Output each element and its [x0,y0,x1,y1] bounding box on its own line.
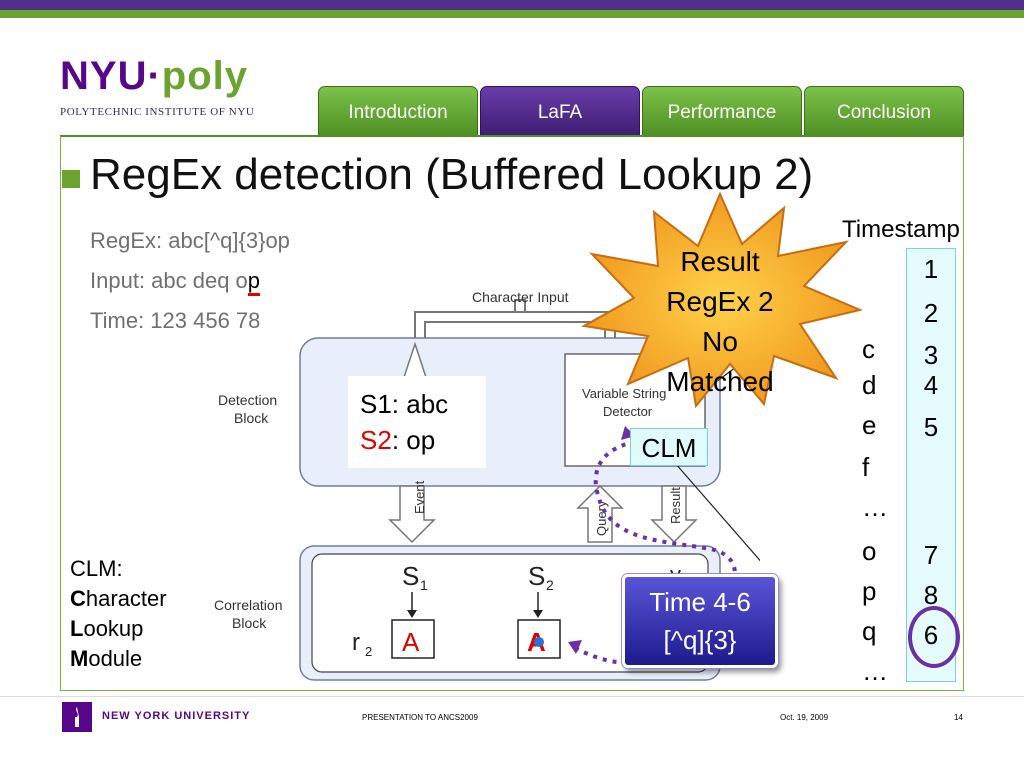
response-dotted-path [574,646,639,665]
legend-c-rest: haracter [85,586,167,611]
event-label: Event [412,480,427,514]
ts-value: 3 [923,340,939,370]
input-prefix: Input: abc deq o [90,268,248,293]
char-value: q [862,616,877,646]
tab-performance[interactable]: Performance [642,86,802,136]
content-frame [60,135,964,691]
box-a2-dot [534,637,544,647]
char-value: c [862,334,875,364]
legend-l: L [70,616,84,641]
ts-value: 2 [923,298,939,328]
result-starburst [580,191,862,408]
s2-sub: 2 [546,577,554,593]
legend-title: CLM: [70,556,123,581]
legend-module: Module [70,646,142,672]
tab-introduction[interactable]: Introduction [318,86,478,136]
char-value: p [862,576,877,606]
result-line-1: Result [680,246,760,277]
top-band-line [0,10,1024,18]
char-value: d [862,370,877,400]
s1-line: S1: abc [360,389,449,419]
s2-rest: : op [391,425,436,455]
top-band [0,0,1024,10]
footer-page-number: 14 [954,713,963,722]
clm-link-line [674,462,760,562]
nyu-torch-icon [62,702,92,732]
state-box: S1: abc S2: op [348,376,486,468]
nyu-poly-logo: NYU·poly [60,54,248,99]
s2-line: S2: op [360,422,474,458]
result-line-2: RegEx 2 [666,286,774,317]
legend-lookup: Lookup [70,616,143,642]
vsd-label-2: Detector [603,404,653,419]
character-input-label: Character Input [472,289,569,305]
character-input-line-inner [424,321,606,340]
footer-divider [0,696,1024,697]
char-value: … [862,656,888,686]
legend-c: C [70,586,86,611]
timestamp-highlight-circle [908,606,960,668]
legend-m-rest: odule [88,646,143,671]
logo-subtitle: POLYTECHNIC INSTITUTE OF NYU [60,106,255,118]
ts-value: 5 [923,412,939,442]
box-a-letter: A [402,627,420,657]
tab-conclusion[interactable]: Conclusion [804,86,964,136]
correlation-label-1: Correlation [214,597,282,613]
slide-title: RegEx detection (Buffered Lookup 2) [90,150,814,199]
result-arrow [650,485,698,544]
title-bullet [62,170,80,188]
result-line-3: No Matched [666,326,774,397]
s1-sub: 1 [420,577,428,593]
legend-character: Character [70,586,167,612]
footer-date: Oct. 19, 2009 [780,713,829,722]
detection-block-label-2: Block [234,410,269,426]
logo-nyu: NYU· [60,54,162,98]
input-line: Input: abc deq op [90,268,261,296]
time-box-line-1: Time 4-6 [649,587,751,617]
legend-m: M [70,646,89,671]
tab-lafa[interactable]: LaFA [480,86,640,136]
correlation-label-2: Block [232,615,267,631]
detection-diagram: Character Input Detection Block Variable… [214,289,760,681]
char-value: … [862,492,888,522]
input-highlight: p [247,268,261,296]
query-dotted-path [593,437,737,611]
char-value: e [862,410,877,440]
time-line: Time: 123 456 78 [90,308,261,333]
ts-value: 1 [923,254,939,284]
char-value: f [862,452,870,482]
ts-value: 7 [923,540,939,570]
result-label: Result [668,487,683,524]
s2-arrow-head [533,610,543,618]
response-dotted-head [568,640,582,654]
time-box-line-2: [^q]{3} [663,625,737,655]
regex-line: RegEx: abc[^q]{3}op [90,228,290,253]
result-text: Result RegEx 2 No Matched [648,242,792,402]
starburst-shape [580,191,862,408]
detection-block-label-1: Detection [218,392,277,408]
event-arrow [388,485,436,544]
time-box: Time 4-6 [^q]{3} [622,574,778,668]
logo-poly: poly [161,54,249,98]
ts-value: 4 [923,370,939,400]
s2-label: S [528,561,545,591]
s1-arrow-head [407,610,417,618]
s1-label: S [402,561,419,591]
legend-l-rest: ookup [83,616,144,641]
query-arrow [576,484,624,543]
footer-presentation: PRESENTATION TO ANCS2009 [362,713,478,722]
char-value: o [862,536,877,566]
character-input-stem [514,299,526,312]
box-a [391,619,435,659]
vsd-label-1: Variable String [582,386,666,401]
r2-sub: 2 [365,644,372,659]
r2-label: r [352,629,360,656]
s2-red: S2 [360,425,392,455]
clm-box: CLM [630,428,708,466]
timestamp-header: Timestamp [842,216,960,243]
query-label: Query [594,500,609,536]
ts-value: 8 [923,580,939,610]
footer-nyu: NEW YORK UNIVERSITY [102,710,251,722]
